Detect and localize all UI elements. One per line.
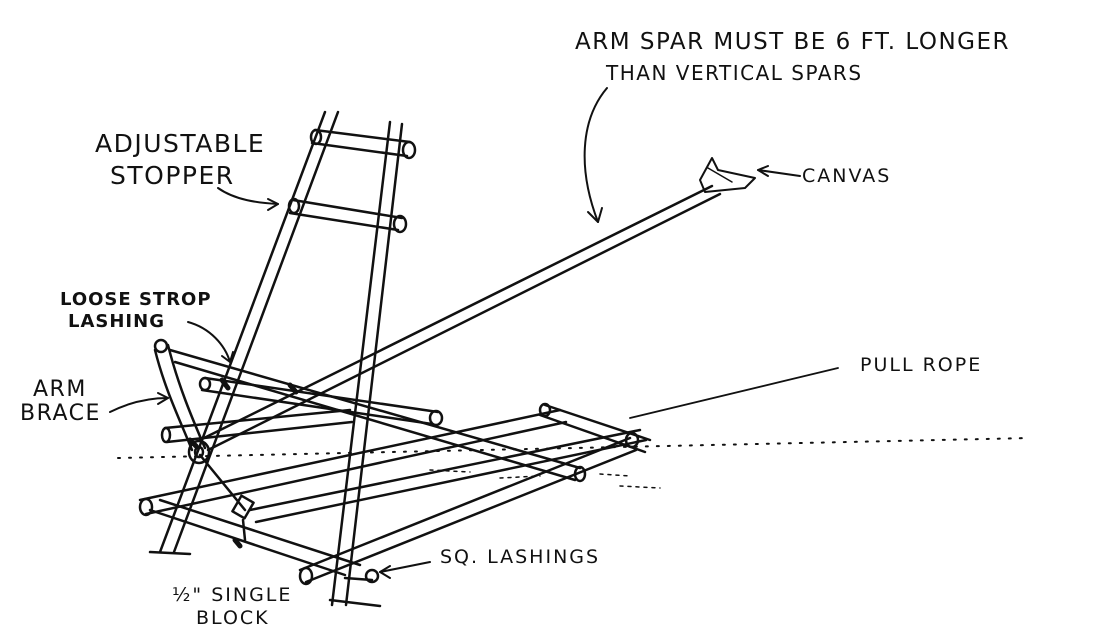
single-block-label-line2: BLOCK	[196, 607, 270, 629]
brace-label: BRACE	[20, 401, 101, 426]
base-frame	[138, 402, 652, 586]
loose-strop-label: LOOSE STROP	[60, 289, 212, 310]
left-vertical-spar	[158, 110, 340, 554]
strop-crossbar	[198, 376, 444, 427]
single-block-label-line1: ½" SINGLE	[172, 584, 293, 606]
front-feet	[148, 550, 382, 608]
canvas-label: CANVAS	[802, 165, 892, 187]
pull-rope	[629, 367, 839, 419]
rear-bar	[160, 408, 354, 444]
single-block	[198, 453, 255, 542]
arm-spar-note-line2: THAN VERTICAL SPARS	[606, 61, 863, 85]
lashing-marks	[187, 377, 299, 549]
stopper-label: STOPPER	[110, 161, 235, 190]
top-crossbar	[309, 128, 417, 160]
leader-arrows	[109, 87, 801, 579]
ground-line	[117, 437, 1031, 459]
arm-label: ARM	[33, 377, 87, 402]
right-vertical-spar	[330, 120, 404, 607]
pull-rope-label: PULL ROPE	[860, 354, 983, 376]
arm-spar	[187, 184, 722, 465]
adjustable-label: ADJUSTABLE	[95, 129, 266, 158]
canvas-pouch	[699, 157, 756, 193]
stopper-crossbar	[287, 197, 408, 234]
arm-spar-note-line1: ARM SPAR MUST BE 6 FT. LONGER	[575, 29, 1011, 55]
sq-lashings-label: SQ. LASHINGS	[440, 546, 601, 568]
lashing-label: LASHING	[68, 311, 165, 332]
diagonal-brace	[168, 348, 587, 483]
